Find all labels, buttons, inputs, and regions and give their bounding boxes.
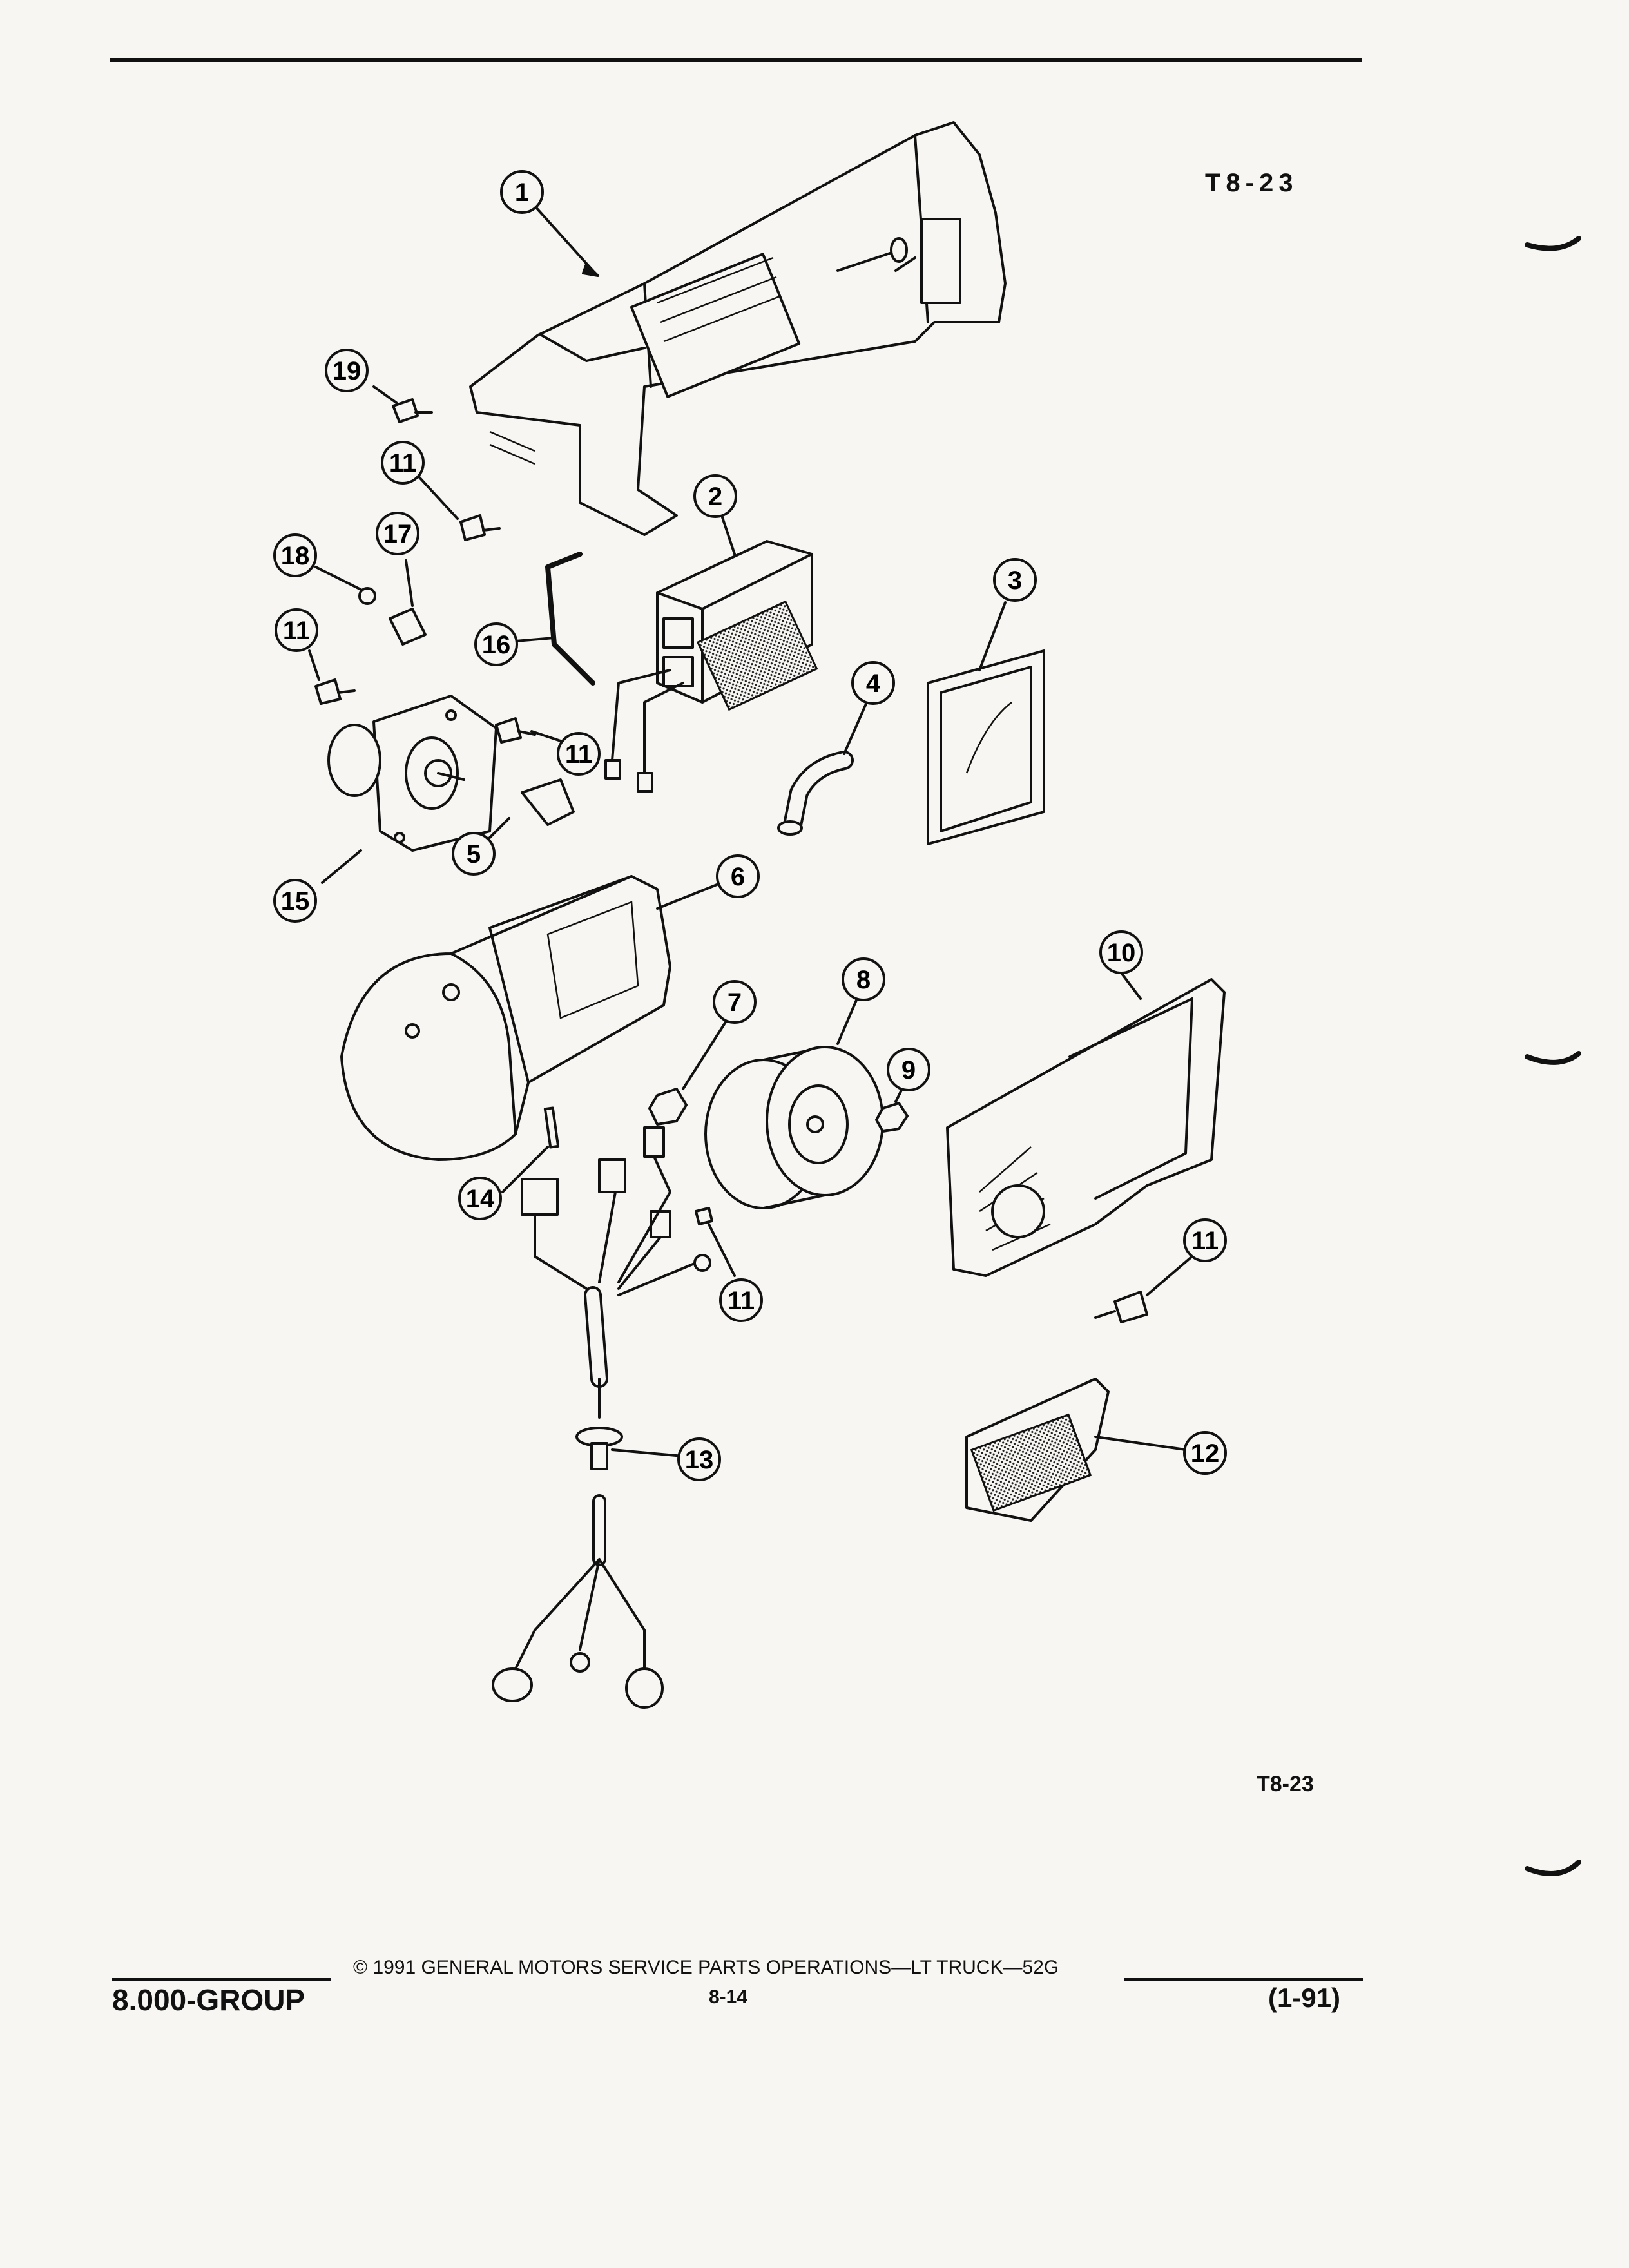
part-heater-core <box>604 540 818 793</box>
callout-11-middle: 11 <box>557 732 601 776</box>
svg-text:6: 6 <box>731 863 745 891</box>
svg-text:11: 11 <box>1191 1227 1219 1255</box>
svg-text:17: 17 <box>383 520 412 548</box>
callout-12: 12 <box>1183 1431 1227 1475</box>
svg-text:16: 16 <box>482 631 511 659</box>
svg-text:12: 12 <box>1191 1439 1220 1468</box>
part-side-cover <box>965 1378 1110 1522</box>
top-rule <box>110 58 1362 62</box>
svg-text:14: 14 <box>466 1185 495 1213</box>
callout-11-left: 11 <box>275 608 318 652</box>
screw-11-b <box>314 678 356 705</box>
footer-copyright: © 1991 GENERAL MOTORS SERVICE PARTS OPER… <box>353 1957 1059 1978</box>
screw-11-a <box>459 514 501 541</box>
svg-text:1: 1 <box>515 178 529 207</box>
callout-19: 19 <box>325 349 369 392</box>
part-bracket <box>521 778 575 826</box>
svg-text:3: 3 <box>1008 566 1022 595</box>
screw-11-c <box>495 717 536 744</box>
screw-11-d <box>695 1207 713 1225</box>
part-wiring-harness <box>492 1126 711 1709</box>
callout-3: 3 <box>993 558 1037 602</box>
footer-group: 8.000-GROUP <box>112 1983 305 2017</box>
callout-9: 9 <box>887 1048 930 1091</box>
part-drain-hose <box>777 751 854 836</box>
svg-text:11: 11 <box>565 740 592 769</box>
callout-7: 7 <box>713 980 757 1024</box>
svg-text:5: 5 <box>467 840 481 869</box>
part-lower-cover <box>946 978 1226 1277</box>
svg-text:7: 7 <box>728 988 742 1017</box>
svg-text:8: 8 <box>856 966 871 994</box>
svg-text:9: 9 <box>901 1056 916 1084</box>
callout-11-lower: 11 <box>719 1278 763 1322</box>
callout-18: 18 <box>273 533 317 577</box>
figure-id-top: T8-23 <box>1205 169 1298 197</box>
callout-17: 17 <box>376 512 419 555</box>
part-rod <box>545 552 595 686</box>
callout-15: 15 <box>273 879 317 923</box>
part-upper-housing <box>469 121 1007 536</box>
callout-11-right: 11 <box>1183 1218 1227 1262</box>
part-nut-9 <box>875 1102 909 1133</box>
clip-17 <box>389 608 427 646</box>
callout-5: 5 <box>452 832 496 876</box>
margin-mark-1 <box>1525 236 1581 251</box>
footer-revision: (1-91) <box>1268 1983 1341 2013</box>
callout-1: 1 <box>500 170 544 214</box>
figure-id-bottom: T8-23 <box>1257 1772 1314 1796</box>
callout-10: 10 <box>1099 930 1143 974</box>
svg-text:11: 11 <box>389 449 416 477</box>
footer-rule-right <box>1124 1978 1363 1981</box>
svg-text:18: 18 <box>281 542 310 570</box>
footer-page-number: 8-14 <box>709 1986 748 2008</box>
svg-text:15: 15 <box>281 887 310 916</box>
screw-19 <box>392 398 433 423</box>
part-filter <box>927 649 1045 845</box>
svg-text:2: 2 <box>708 483 722 511</box>
screw-18 <box>358 587 376 605</box>
part-blower-wheel <box>704 1046 884 1209</box>
callout-8: 8 <box>842 957 885 1001</box>
svg-text:10: 10 <box>1107 939 1136 967</box>
part-pin <box>543 1106 560 1149</box>
callout-13: 13 <box>677 1437 721 1481</box>
svg-text:11: 11 <box>283 617 310 645</box>
callout-14: 14 <box>458 1177 502 1220</box>
svg-text:19: 19 <box>333 357 361 385</box>
screw-11-e <box>1094 1291 1148 1323</box>
part-blower-motor <box>327 695 497 852</box>
svg-text:13: 13 <box>685 1446 714 1474</box>
callout-11-upper: 11 <box>381 441 425 485</box>
part-nut-7 <box>648 1088 688 1126</box>
leader-lines <box>308 205 1193 1457</box>
part-blower-case <box>340 875 671 1161</box>
callout-16: 16 <box>474 622 518 666</box>
margin-mark-3 <box>1525 1860 1581 1876</box>
callout-4: 4 <box>851 661 895 705</box>
svg-text:11: 11 <box>728 1287 755 1315</box>
margin-mark-2 <box>1525 1051 1581 1065</box>
svg-text:4: 4 <box>866 669 881 698</box>
callout-2: 2 <box>693 474 737 518</box>
footer-rule-left <box>112 1978 331 1981</box>
callout-6: 6 <box>716 854 760 898</box>
